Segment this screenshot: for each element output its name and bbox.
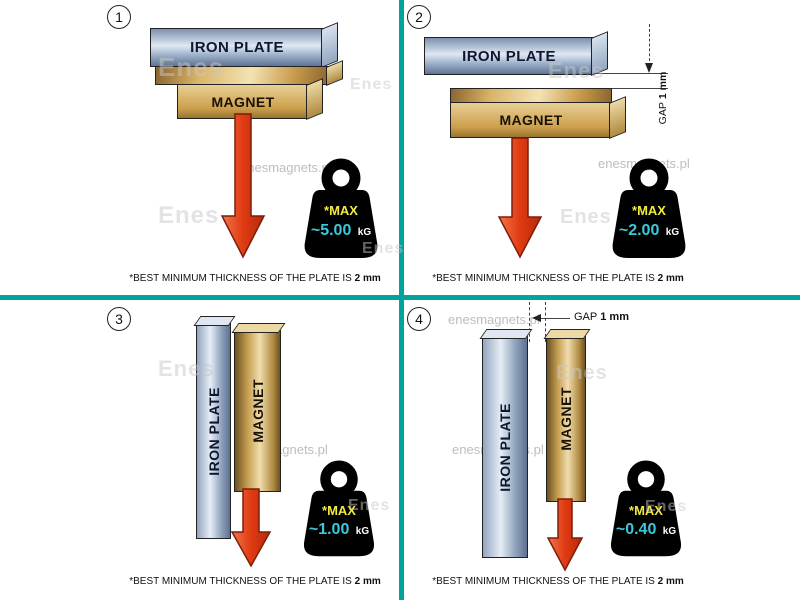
max-value: ~1.00: [308, 521, 350, 539]
iron-plate: IRON PLATE: [479, 329, 533, 558]
gap-arrow-icon: [532, 314, 541, 322]
watermark-logo: Enes: [158, 356, 215, 381]
footer-bold: 2 mm: [354, 576, 381, 587]
watermark-url: enesmagnets.pl: [448, 312, 540, 327]
max-label: *MAX: [322, 502, 356, 518]
footer-text: *BEST MINIMUM THICKNESS OF THE PLATE IS: [129, 273, 355, 284]
force-arrow: [230, 488, 272, 568]
force-arrow: [497, 137, 543, 259]
panel-number: 3: [107, 307, 131, 331]
magnet: MAGNET: [450, 96, 626, 139]
gap-word: GAP: [574, 311, 598, 323]
footer-bold: 2 mm: [657, 576, 684, 587]
iron-plate: IRON PLATE: [424, 31, 608, 76]
footer-bold: 2 mm: [354, 273, 381, 284]
watermark-logo: Enes: [560, 206, 612, 228]
footer-bold: 2 mm: [657, 273, 684, 284]
magnet-label: MAGNET: [558, 387, 574, 451]
iron-plate: IRON PLATE: [193, 316, 236, 539]
iron-plate-label: IRON PLATE: [462, 47, 556, 65]
watermark-logo: Enes: [158, 202, 220, 229]
iron-plate-label: IRON PLATE: [190, 39, 284, 56]
watermark-logo: Enes: [548, 58, 605, 83]
plate-side-face: [321, 22, 338, 68]
max-label: *MAX: [324, 202, 358, 218]
watermark-logo: Enes: [362, 240, 405, 257]
footer-text: *BEST MINIMUM THICKNESS OF THE PLATE IS: [129, 576, 355, 587]
watermark-logo: Enes: [556, 362, 608, 384]
gap-extension-line: [545, 302, 546, 342]
panel-number-text: 4: [415, 311, 423, 327]
weight-icon: *MAX ~0.40 kG: [604, 460, 688, 562]
magnet: MAGNET: [543, 329, 591, 502]
panel-number-text: 2: [415, 9, 423, 25]
watermark-logo: Enes: [348, 497, 391, 514]
footer-note: *BEST MINIMUM THICKNESS OF THE PLATE IS …: [402, 273, 714, 284]
gap-value: 1 mm: [600, 311, 629, 323]
gap-extension-line: [649, 24, 650, 66]
magnet-label: MAGNET: [211, 93, 275, 110]
magnet-label: MAGNET: [499, 112, 563, 128]
gap-value: 1 mm: [657, 71, 669, 100]
panel-number-text: 3: [115, 311, 123, 327]
gap-leader-line: [541, 318, 570, 319]
force-arrow: [546, 498, 584, 572]
footer-text: *BEST MINIMUM THICKNESS OF THE PLATE IS: [432, 576, 658, 587]
magnet-side-face: [306, 78, 323, 120]
footer-note: *BEST MINIMUM THICKNESS OF THE PLATE IS …: [95, 273, 415, 284]
watermark-logo: Enes: [645, 498, 688, 515]
iron-plate-label: IRON PLATE: [205, 386, 222, 476]
max-unit: kG: [357, 226, 372, 238]
max-value: ~0.40: [615, 521, 657, 539]
max-unit: kG: [665, 226, 680, 238]
max-unit: kG: [355, 526, 370, 538]
gap-leader-line: [595, 73, 668, 74]
panel-number-text: 1: [115, 9, 123, 25]
watermark-logo: Enes: [350, 76, 393, 93]
iron-plate-label: IRON PLATE: [497, 402, 513, 492]
footer-note: *BEST MINIMUM THICKNESS OF THE PLATE IS …: [95, 576, 415, 587]
magnet-top-face: [543, 329, 591, 339]
panel-number: 4: [407, 307, 431, 331]
watermark-url: enesmagnets.pl: [240, 160, 332, 175]
weight-icon: *MAX ~2.00 kG: [606, 158, 692, 264]
gap-leader-line: [612, 88, 668, 89]
magnet: MAGNET: [231, 323, 286, 492]
quadrant-divider-vertical: [399, 0, 404, 600]
plate-top-face: [193, 316, 236, 326]
magnet-side-face: [609, 96, 626, 139]
max-value: ~5.00: [310, 221, 352, 239]
force-arrow: [220, 113, 266, 259]
weight-icon: *MAX ~5.00 kG: [298, 158, 384, 264]
gap-dimension-label: GAP 1 mm: [657, 58, 669, 138]
iron-plate: IRON PLATE: [150, 22, 338, 68]
max-value: ~2.00: [618, 221, 660, 239]
weight-icon: *MAX ~1.00 kG: [297, 460, 381, 562]
watermark-logo: Enes: [158, 52, 225, 82]
gap-word: GAP: [657, 102, 669, 125]
magnet-top-face: [231, 323, 286, 333]
max-label: *MAX: [629, 502, 663, 518]
max-label: *MAX: [632, 202, 666, 218]
max-unit: kG: [662, 526, 677, 538]
gap-extension-line: [529, 302, 530, 342]
footer-text: *BEST MINIMUM THICKNESS OF THE PLATE IS: [432, 273, 658, 284]
quadrant-divider-horizontal: [0, 295, 800, 300]
plate-top-face: [479, 329, 533, 339]
gap-arrow-icon: [645, 63, 653, 73]
panel-number: 2: [407, 5, 431, 29]
panel-number: 1: [107, 5, 131, 29]
footer-note: *BEST MINIMUM THICKNESS OF THE PLATE IS …: [402, 576, 714, 587]
magnet-label: MAGNET: [249, 379, 266, 443]
